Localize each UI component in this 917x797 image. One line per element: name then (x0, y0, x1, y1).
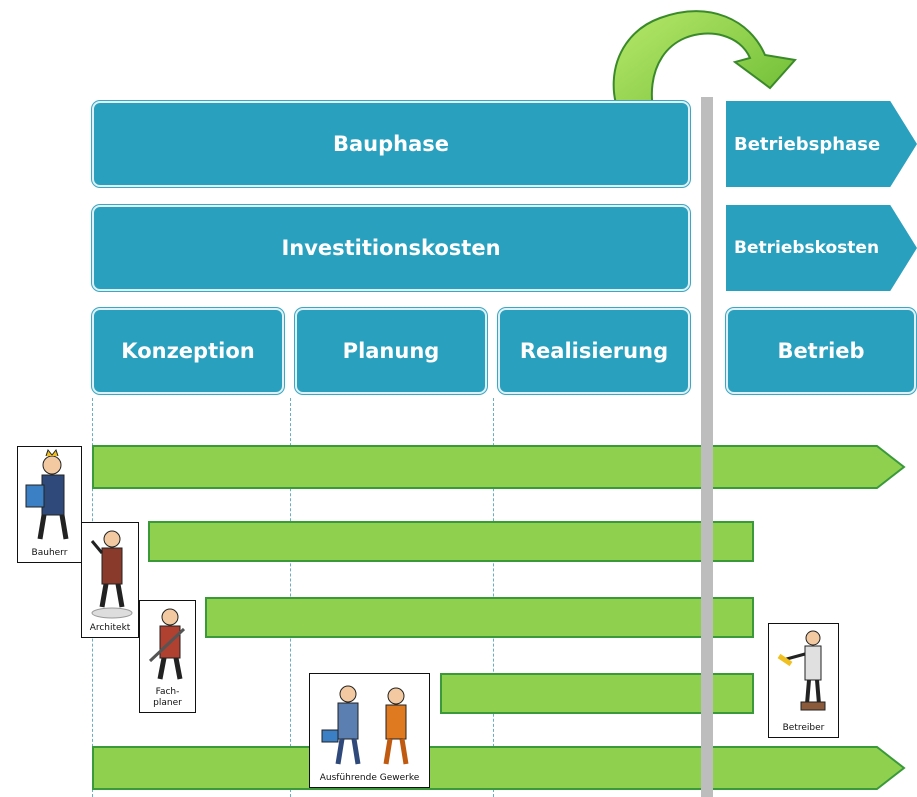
fachplaner-label-line1: Fach- (155, 687, 180, 697)
konzeption-box: Konzeption (92, 308, 284, 394)
betriebskosten-arrow: Betriebskosten (726, 205, 917, 291)
betreiber-label: Betreiber (782, 723, 825, 733)
architekt-bar (148, 521, 754, 562)
bauherr-label: Bauherr (31, 548, 68, 558)
phase-transition-line (701, 97, 713, 797)
architekt-card: Architekt (81, 522, 139, 638)
person-illustration-icon (777, 630, 826, 711)
betreiber-card: Betreiber (768, 623, 839, 738)
fachplaner-bar (205, 597, 754, 638)
fachplaner-card: Fach- planer (139, 600, 196, 713)
curved-arrow-icon (612, 10, 797, 152)
planung-box: Planung (295, 308, 487, 394)
gewerke-card: Ausführende Gewerke (309, 673, 430, 788)
person-illustration-icon (25, 448, 69, 540)
betriebsphase-arrow: Betriebsphase (726, 101, 917, 187)
fachplaner-label: Fach- planer (140, 687, 195, 709)
realisierung-box: Realisierung (498, 308, 690, 394)
fachplaner-label-line2: planer (153, 698, 182, 708)
realisierung-label: Realisierung (519, 339, 669, 363)
bauphase-box: Bauphase (92, 101, 690, 187)
betriebskosten-label: Betriebskosten (734, 238, 880, 258)
betreiber-bar (92, 746, 906, 790)
konzeption-label: Konzeption (121, 339, 255, 363)
bauphase-label: Bauphase (332, 132, 450, 156)
planung-label: Planung (342, 339, 440, 363)
betrieb-box: Betrieb (726, 308, 916, 394)
investitionskosten-box: Investitionskosten (92, 205, 690, 291)
betriebsphase-label: Betriebsphase (734, 133, 881, 155)
person-illustration-icon (321, 685, 409, 765)
architekt-label: Architekt (89, 623, 131, 633)
person-illustration-icon (148, 608, 186, 680)
bauherr-bar (92, 445, 906, 489)
investitionskosten-label: Investitionskosten (281, 236, 501, 260)
person-illustration-icon (90, 530, 133, 619)
gewerke-label: Ausführende Gewerke (319, 773, 420, 783)
betrieb-label: Betrieb (777, 339, 865, 363)
bauherr-card: Bauherr (17, 446, 82, 563)
